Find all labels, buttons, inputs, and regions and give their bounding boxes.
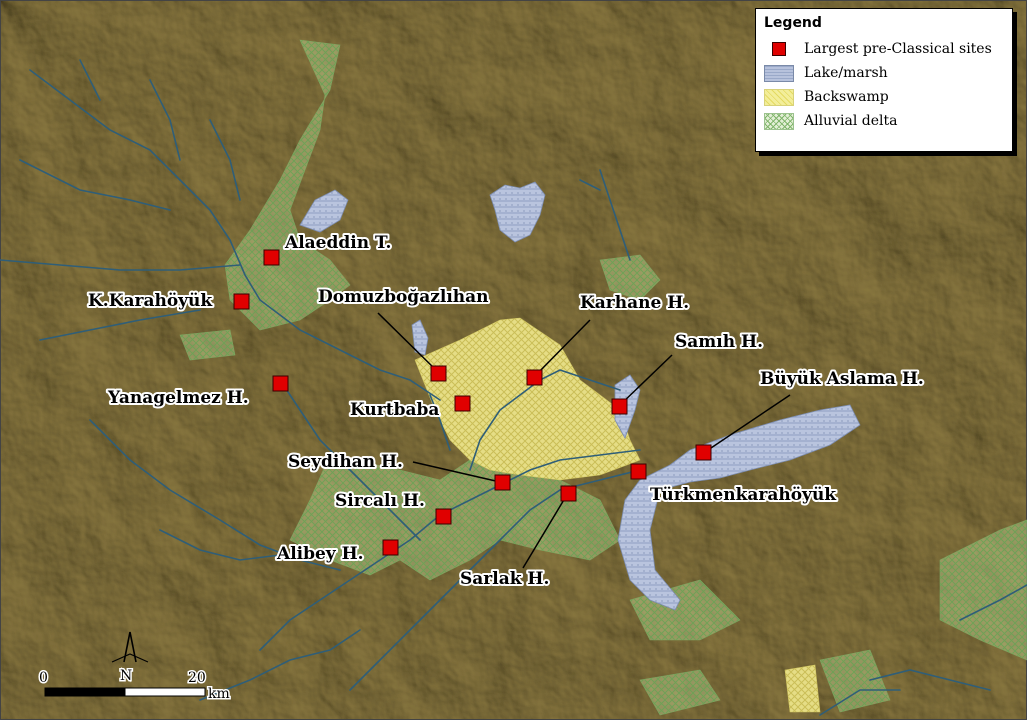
site-marker-kurtbaba — [454, 395, 471, 412]
lake-marsh-areas — [299, 181, 861, 611]
leader-lines — [377, 312, 791, 569]
scale-bar: 0 20 km — [38, 669, 232, 704]
site-label: Domuzboğazlıhan — [318, 287, 489, 307]
legend-label: Alluvial delta — [804, 113, 898, 129]
backswamp-swatch-icon — [764, 88, 794, 106]
legend-label: Backswamp — [804, 89, 889, 105]
site-label: Samıh H. — [675, 332, 763, 352]
site-label: K.Karahöyük — [88, 291, 213, 311]
site-marker-sircali — [435, 508, 452, 525]
red-square-icon — [772, 42, 786, 56]
site-labels: Alaeddin T. K.Karahöyük Domuzboğazlıhan … — [86, 231, 926, 591]
site-label: Alibey H. — [276, 544, 364, 564]
site-label: Sircalı H. — [335, 491, 425, 511]
north-label: N — [120, 668, 132, 684]
site-marker-alaeddin — [263, 249, 280, 266]
legend-item-sites: Largest pre-Classical sites — [764, 37, 1004, 61]
site-label: Yanagelmez H. — [107, 388, 249, 408]
site-marker-seydihan — [494, 474, 511, 491]
legend-label: Lake/marsh — [804, 65, 888, 81]
scale-unit: km — [208, 686, 230, 702]
site-label: Türkmenkarahöyük — [650, 485, 837, 505]
backswamp-areas — [414, 317, 821, 713]
site-marker-alibey — [382, 539, 399, 556]
site-label: Büyük Aslama H. — [760, 369, 924, 389]
site-markers — [233, 249, 712, 556]
scale-end: 20 — [188, 670, 206, 686]
legend-label: Largest pre-Classical sites — [804, 41, 992, 57]
site-label: Kurtbaba — [350, 400, 439, 420]
site-label: Karhane H. — [580, 293, 689, 313]
site-marker-samih — [611, 398, 628, 415]
site-label: Seydihan H. — [288, 452, 403, 472]
legend-title: Legend — [764, 15, 822, 31]
north-arrow-icon: N — [111, 631, 149, 686]
legend: Legend Largest pre-Classical sites Lake/… — [755, 8, 1013, 152]
lake-marsh-swatch-icon — [764, 64, 794, 82]
site-label: Sarlak H. — [460, 569, 549, 589]
river-network — [0, 59, 1027, 716]
site-marker-karahoyuk — [233, 293, 250, 310]
site-marker-buyuk-aslama — [695, 444, 712, 461]
site-marker-domuzbogazlihan — [430, 365, 447, 382]
scale-start: 0 — [39, 670, 48, 686]
site-label: Alaeddin T. — [284, 233, 391, 253]
site-marker-turkmenkarahoyuk — [630, 463, 647, 480]
site-marker-sarlak — [560, 485, 577, 502]
site-marker-karhane — [526, 369, 543, 386]
site-marker-yanagelmez — [272, 375, 289, 392]
legend-item-backswamp: Backswamp — [764, 85, 1004, 109]
legend-item-alluvial: Alluvial delta — [764, 109, 1004, 133]
alluvial-delta-swatch-icon — [764, 112, 794, 130]
legend-item-lake: Lake/marsh — [764, 61, 1004, 85]
